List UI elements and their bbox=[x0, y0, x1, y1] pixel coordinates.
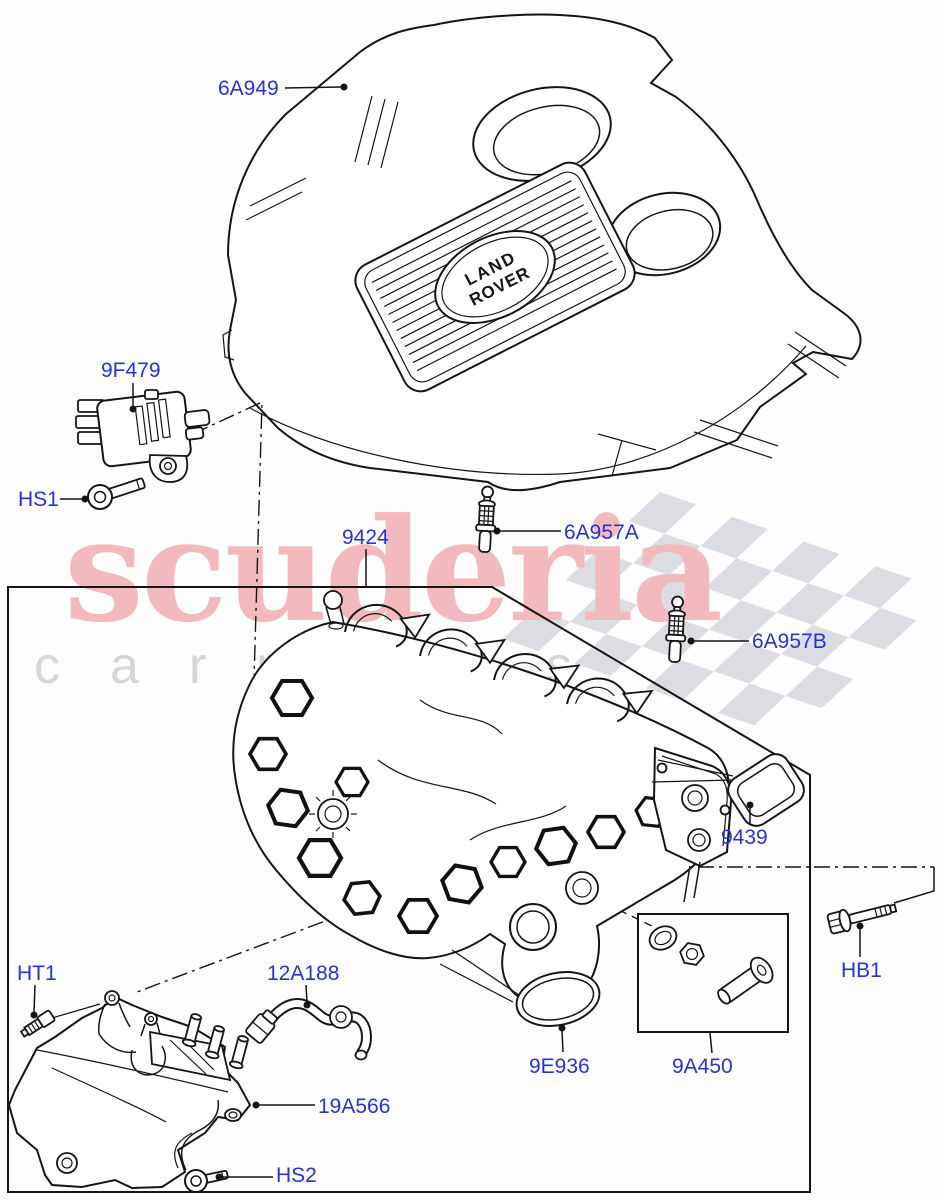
seal-9439-drawing bbox=[727, 753, 805, 827]
bolt-hs2-drawing bbox=[184, 1169, 229, 1193]
bolt-hb1-drawing bbox=[826, 903, 898, 935]
intake-manifold-drawing bbox=[232, 590, 733, 1007]
part-label-ht1: HT1 bbox=[17, 962, 57, 985]
engine-cover-drawing: LAND ROVER bbox=[222, 13, 862, 492]
part-label-19a566: 19A566 bbox=[318, 1095, 391, 1118]
leader-lines bbox=[30, 83, 864, 1181]
part-label-6a957b: 6A957B bbox=[752, 630, 827, 653]
sensor-6a957a-drawing bbox=[474, 485, 499, 554]
kit-9a450-parts bbox=[648, 925, 774, 1005]
part-label-9424: 9424 bbox=[342, 526, 389, 549]
cover-hatch-marks bbox=[245, 95, 847, 477]
pointer-lines-9439 bbox=[651, 759, 734, 783]
acoustic-cover-drawing bbox=[7, 990, 252, 1190]
oring-9e936-drawing bbox=[515, 971, 601, 1027]
part-label-hb1: HB1 bbox=[841, 959, 882, 982]
part-label-6a957a: 6A957A bbox=[564, 521, 639, 544]
part-label-9e936: 9E936 bbox=[529, 1055, 590, 1078]
sensor-ht1-drawing bbox=[19, 1003, 101, 1038]
map-sensor-drawing bbox=[75, 389, 211, 483]
part-label-9f479: 9F479 bbox=[101, 359, 161, 382]
hose-12a188-drawing bbox=[245, 998, 372, 1061]
checker-grid bbox=[502, 492, 916, 726]
manifold-map-boss bbox=[309, 790, 357, 838]
part-label-12a188: 12A188 bbox=[267, 962, 340, 985]
cover-badge-plate: LAND ROVER bbox=[354, 161, 636, 393]
watermark-brand-text: scuderia bbox=[64, 488, 723, 654]
part-label-9a450: 9A450 bbox=[672, 1055, 733, 1078]
pointer-lines-9e936 bbox=[439, 949, 520, 1003]
part-label-hs2: HS2 bbox=[276, 1164, 317, 1187]
part-label-9439: 9439 bbox=[721, 826, 768, 849]
sensor-6a957b-drawing bbox=[664, 595, 689, 664]
part-label-hs1: HS1 bbox=[18, 488, 59, 511]
part-label-6a949: 6A949 bbox=[218, 77, 279, 100]
manifold-ball-stud bbox=[323, 590, 345, 630]
kit-box-9a450 bbox=[637, 913, 789, 1033]
bolt-hs1-drawing bbox=[87, 477, 146, 510]
land-rover-badge-icon bbox=[434, 230, 556, 324]
diagram-frame-box bbox=[7, 586, 811, 1193]
